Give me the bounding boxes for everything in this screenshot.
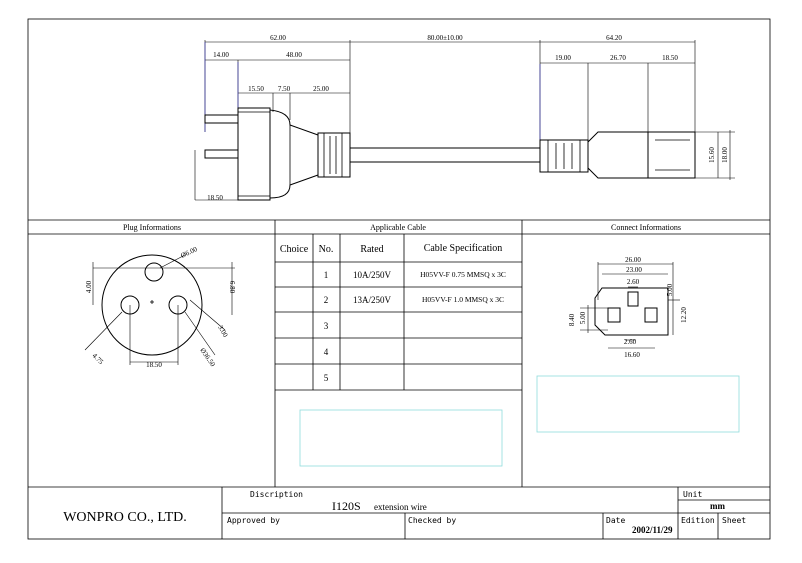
conn-dim-2-60-top: 2.60 — [627, 278, 640, 286]
checked-label: Checked by — [408, 516, 456, 525]
discription-text: extension wire — [374, 502, 427, 512]
sheet-label: Sheet — [722, 516, 746, 525]
plug-dim-6: Ø6.00 — [179, 245, 199, 260]
dim-80: 80.00±10.00 — [427, 34, 463, 42]
conn-dim-5-right: 5.00 — [666, 283, 674, 296]
dim-25: 25.00 — [313, 85, 329, 93]
edition-label: Edition — [681, 516, 715, 525]
table-row-5-no: 5 — [324, 373, 329, 383]
conn-dim-23: 23.00 — [626, 266, 642, 274]
plug-dim-4: 4.00 — [85, 280, 93, 293]
date-value: 2002/11/29 — [632, 525, 673, 535]
approved-label: Approved by — [227, 516, 280, 525]
unit-value: mm — [710, 501, 725, 511]
connector-face-drawing — [536, 262, 740, 433]
cable-elevation-drawing — [194, 40, 735, 201]
drawing-frame — [27, 18, 771, 540]
conn-dim-16-60: 16.60 — [624, 351, 640, 359]
dim-14: 14.00 — [213, 51, 229, 59]
dim-18-00: 18.00 — [721, 147, 729, 163]
table-header-spec: Cable Specification — [424, 243, 503, 254]
title-block-grid — [28, 486, 770, 539]
date-label: Date — [606, 516, 625, 525]
dim-64-20: 64.20 — [606, 34, 622, 42]
section-title-cable: Applicable Cable — [370, 223, 426, 232]
conn-dim-12-20: 12.20 — [680, 307, 688, 323]
table-header-no: No. — [319, 244, 334, 255]
company-name: WONPRO CO., LTD. — [63, 510, 187, 525]
dim-7-50: 7.50 — [278, 85, 291, 93]
table-row-2-no: 2 — [324, 295, 329, 305]
cable-table-grid — [275, 234, 522, 467]
conn-dim-8-40: 8.40 — [568, 313, 576, 326]
conn-dim-5-left: 5.00 — [579, 311, 587, 324]
plug-dim-36-50: Ø36.50 — [198, 347, 217, 369]
dim-15-60: 15.60 — [708, 147, 716, 163]
discription-code: I120S — [332, 499, 361, 513]
table-header-rated: Rated — [360, 244, 383, 255]
table-row-4-no: 4 — [324, 347, 329, 357]
table-row-2-spec: H05VV-F 1.0 MMSQ x 3C — [422, 295, 504, 304]
dim-26-70: 26.70 — [610, 54, 626, 62]
dim-18-50-right: 18.50 — [662, 54, 678, 62]
table-row-1-rated: 10A/250V — [353, 270, 392, 280]
table-header-choice: Choice — [280, 244, 309, 255]
unit-label: Unit — [683, 490, 702, 499]
plug-dim-3: 3.00 — [216, 324, 229, 339]
table-row-2-rated: 13A/250V — [353, 295, 392, 305]
table-row-3-no: 3 — [324, 321, 329, 331]
dim-15-50: 15.50 — [248, 85, 264, 93]
dim-18-50-left: 18.50 — [207, 194, 223, 202]
conn-dim-26: 26.00 — [625, 256, 641, 264]
section-title-plug: Plug Informations — [123, 223, 181, 232]
plug-dim-18-50: 18.50 — [146, 361, 162, 369]
dim-62: 62.00 — [270, 34, 286, 42]
conn-dim-2-60-bottom: 2.60 — [624, 338, 637, 346]
dim-19: 19.00 — [555, 54, 571, 62]
table-row-1-no: 1 — [324, 270, 329, 280]
discription-label: Discription — [250, 490, 303, 499]
dim-48: 48.00 — [286, 51, 302, 59]
table-row-1-spec: H05VV-F 0.75 MMSQ x 3C — [420, 270, 506, 279]
plug-dim-4-75: 4.75 — [91, 352, 106, 367]
plug-face-drawing — [84, 254, 235, 365]
section-title-connect: Connect Informations — [611, 223, 681, 232]
plug-dim-6-80: 6.80 — [228, 281, 236, 294]
